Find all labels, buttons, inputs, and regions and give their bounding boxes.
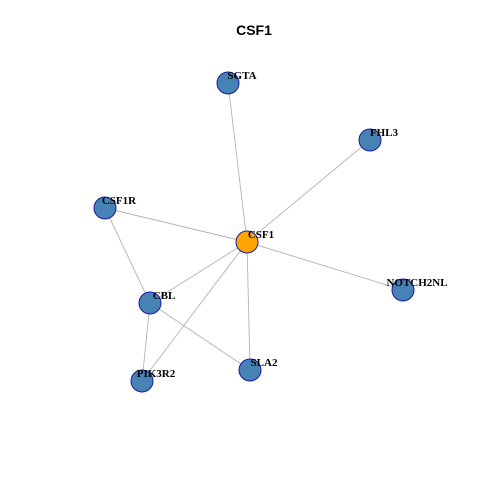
edge-csf1-sla2 [246,241,251,371]
node-label-fhl3: FHL3 [370,127,399,139]
edge-csf1-csf1r [104,207,248,243]
node-csf1r [93,196,117,220]
edge-csf1-notch2nl [246,241,404,291]
edge-csf1-fhl3 [246,139,371,243]
node-label-csf1: CSF1 [248,229,274,241]
node-label-cbl: CBL [153,290,176,302]
diagram-title: CSF1 [236,22,272,38]
edge-csf1-sgta [227,82,248,243]
node-sgta [216,71,240,95]
node-sla2 [238,358,262,382]
node-cbl [138,291,162,315]
edge-cbl-sla2 [149,302,251,371]
edge-csf1r-cbl [104,207,151,304]
node-layer [93,71,415,393]
edge-csf1-cbl [149,241,248,304]
node-label-notch2nl: NOTCH2NL [386,277,447,289]
node-label-pik3r2: PIK3R2 [137,368,176,380]
node-fhl3 [358,128,382,152]
node-csf1 [235,230,259,254]
node-label-sgta: SGTA [227,70,256,82]
node-label-csf1r: CSF1R [102,195,137,207]
edge-layer [104,82,404,382]
node-label-sla2: SLA2 [251,357,278,369]
node-pik3r2 [130,369,154,393]
edge-csf1-pik3r2 [141,241,248,382]
edge-cbl-pik3r2 [141,302,151,382]
node-notch2nl [391,278,415,302]
